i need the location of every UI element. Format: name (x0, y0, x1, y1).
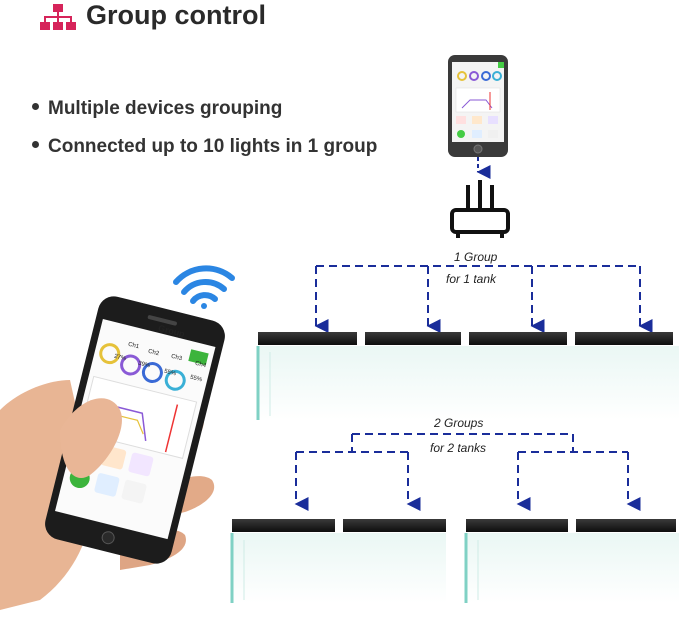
led-light (576, 519, 676, 532)
thumb (60, 398, 122, 478)
bullet-text: Multiple devices grouping (48, 98, 283, 119)
group1-sublabel: for 1 tank (446, 272, 497, 286)
led-light (232, 519, 335, 532)
led-light (466, 519, 568, 532)
bullet-dot (32, 141, 39, 149)
group2-connectors (294, 433, 641, 511)
hierarchy-icon (40, 4, 76, 30)
group2-sublabel: for 2 tanks (430, 441, 487, 455)
bullet-dot (32, 103, 39, 111)
group2-label: 2 Groups (434, 416, 484, 430)
tank-2a (230, 533, 446, 603)
led-light (365, 332, 461, 345)
bullet-text: Connected up to 10 lights in 1 group (48, 136, 378, 157)
group1-label: 1 Group (452, 250, 500, 264)
smartphone (45, 296, 225, 564)
group1-connectors (314, 265, 653, 333)
led-light (469, 332, 567, 345)
wifi-icon (173, 265, 235, 309)
tablet-device (448, 55, 508, 157)
feature-bullet: Multiple devices grouping (32, 97, 282, 121)
page-title: Group control (86, 0, 266, 30)
led-light (575, 332, 673, 345)
tank-2b (464, 533, 679, 603)
led-light (343, 519, 446, 532)
router-icon (450, 180, 510, 238)
tank-1 (256, 346, 679, 420)
feature-bullet: Connected up to 10 lights in 1 group (32, 135, 377, 159)
led-light (258, 332, 357, 345)
